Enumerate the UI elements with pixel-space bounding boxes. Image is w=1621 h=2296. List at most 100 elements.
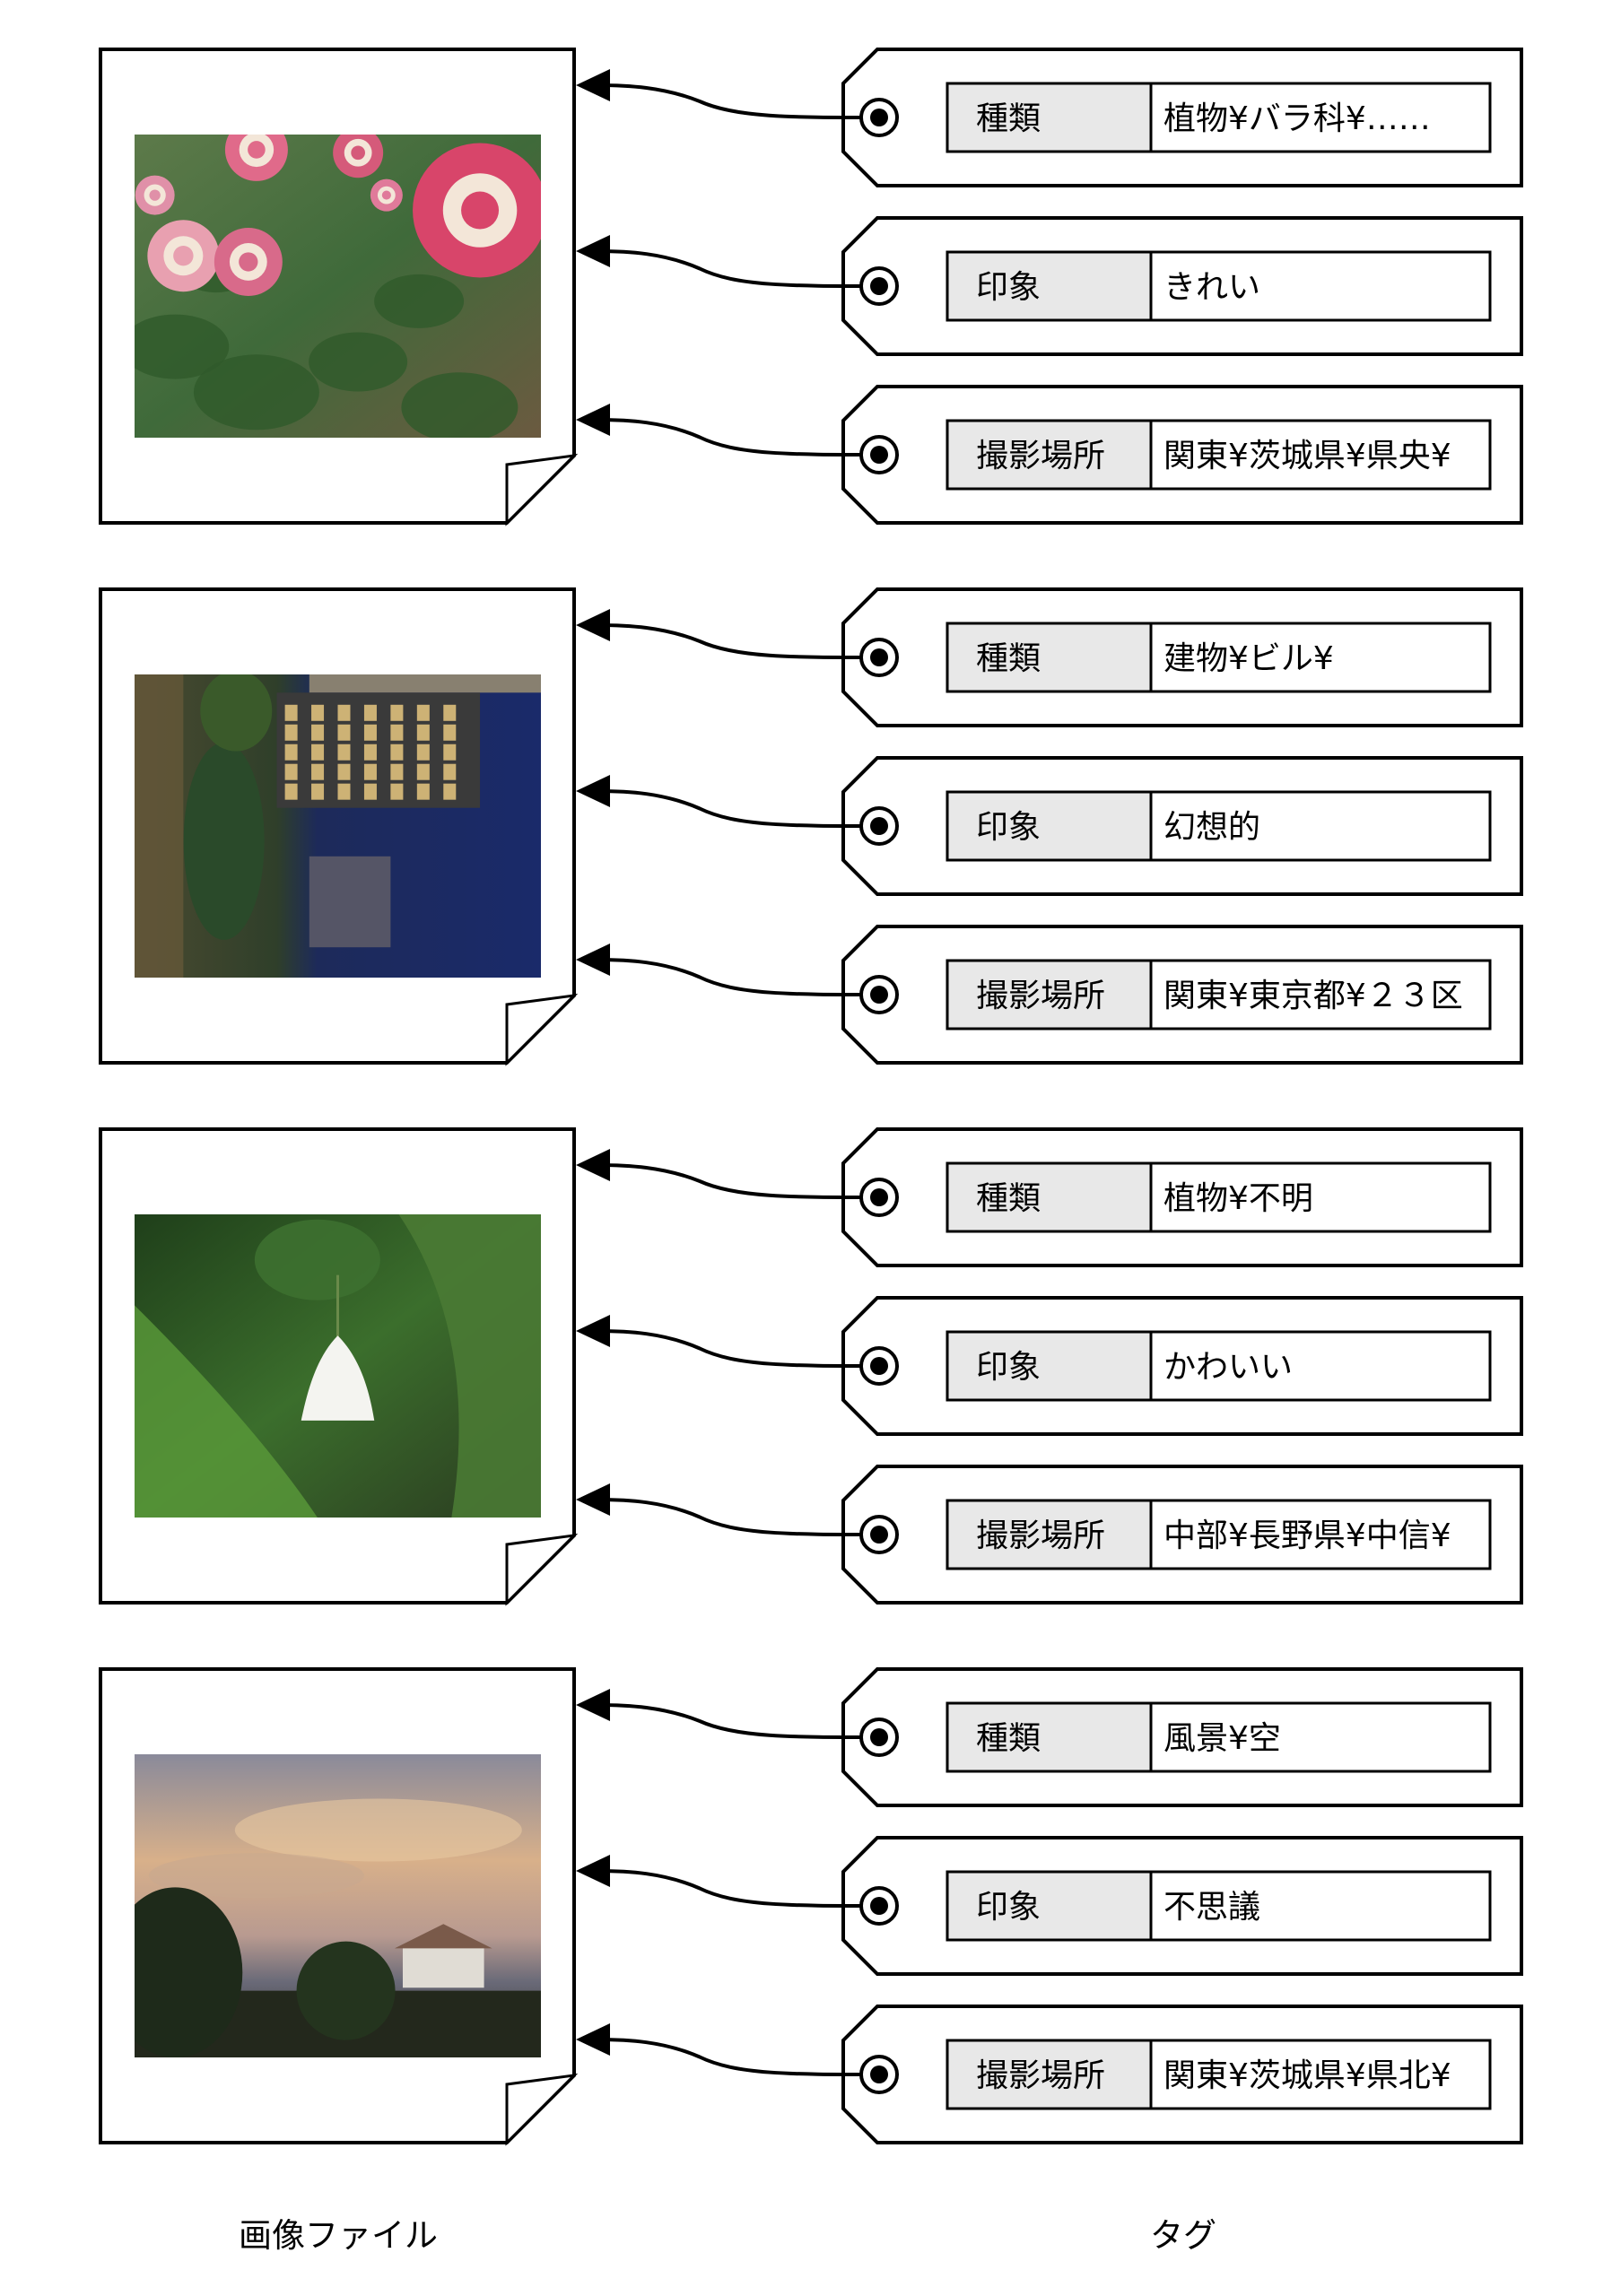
tag-key: 撮影場所 (976, 1518, 1105, 1554)
tag-key-cell (946, 250, 1153, 322)
tag-category: 種類 建物¥ビル¥ (576, 587, 1523, 727)
tag-value-cell (1149, 1701, 1492, 1773)
tag-key-cell (946, 622, 1153, 693)
tag-key-cell (946, 1499, 1153, 1570)
tag-value-cell (1149, 1870, 1492, 1942)
tag-string (596, 958, 880, 996)
arrow-head (576, 69, 610, 101)
photo-sunset-sky-house (135, 1754, 541, 2057)
tag-key: 種類 (976, 1180, 1041, 1217)
tag-value-cell (1149, 959, 1492, 1031)
tag-hole-center (870, 1188, 888, 1206)
tag-hole-center (870, 1357, 888, 1375)
tag-key-cell (946, 959, 1153, 1031)
tag-value-cell (1149, 1499, 1492, 1570)
tag-string (596, 1329, 880, 1368)
tag-string (596, 1163, 880, 1199)
tag-hole-center (870, 1728, 888, 1746)
tag-string (596, 789, 880, 828)
tag-hole-center (870, 986, 888, 1004)
tag-value: 関東¥東京都¥２３区 (1163, 978, 1463, 1014)
tag-value: 関東¥茨城県¥県北¥ (1163, 2057, 1451, 2094)
tag-value-cell (1149, 2039, 1492, 2110)
arrow-head (576, 1689, 610, 1721)
tag-key: 撮影場所 (976, 438, 1105, 474)
folded-corner (505, 2073, 579, 2146)
tag-value: 建物¥ビル¥ (1163, 640, 1334, 677)
tag-value-cell (1149, 82, 1492, 153)
arrow-head (576, 404, 610, 436)
tag-value: 関東¥茨城県¥県央¥ (1163, 438, 1451, 474)
tag-category: 種類 植物¥バラ科¥…… (576, 48, 1523, 187)
tag-string (596, 83, 880, 119)
tag-key: 種類 (976, 100, 1041, 137)
tag-value: 植物¥不明 (1163, 1180, 1313, 1217)
tag-hole-center (870, 1897, 888, 1915)
photo-white-bellflower (135, 1214, 541, 1518)
tag-key-cell (946, 1161, 1153, 1233)
tag-value-cell (1149, 622, 1492, 693)
tag-key: 撮影場所 (976, 2057, 1105, 2094)
tag-location: 撮影場所 関東¥東京都¥２３区 (576, 925, 1523, 1065)
tag-key: 印象 (976, 809, 1041, 846)
tag-string (596, 249, 880, 288)
tag-value: 中部¥長野県¥中信¥ (1163, 1518, 1451, 1554)
tag-value: きれい (1163, 269, 1260, 306)
folded-corner (505, 993, 579, 1066)
arrow-head (576, 1483, 610, 1516)
tag-hole-center (870, 648, 888, 666)
tag-value-cell (1149, 419, 1492, 491)
image-files-caption: 画像ファイル (239, 2216, 438, 2255)
tag-key-cell (946, 2039, 1153, 2110)
tag-value: 植物¥バラ科¥…… (1163, 100, 1431, 137)
photo-night-buildings-rotated (135, 674, 541, 978)
arrow-head (576, 1149, 610, 1181)
tag-key: 印象 (976, 1349, 1041, 1386)
tag-value: 幻想的 (1163, 809, 1260, 846)
folded-corner (505, 1533, 579, 1606)
tag-value-cell (1149, 790, 1492, 862)
tag-value-cell (1149, 1330, 1492, 1402)
tag-value-cell (1149, 250, 1492, 322)
tag-value: 風景¥空 (1163, 1720, 1281, 1757)
tag-key: 撮影場所 (976, 978, 1105, 1014)
tag-impression: 印象 きれい (576, 216, 1523, 356)
tag-value: かわいい (1163, 1349, 1293, 1386)
tag-value: 不思議 (1163, 1889, 1260, 1926)
tag-hole-center (870, 2066, 888, 2083)
arrow-head (576, 1855, 610, 1887)
arrow-head (576, 609, 610, 641)
tag-hole-center (870, 109, 888, 126)
tag-key-cell (946, 1701, 1153, 1773)
tag-key: 印象 (976, 1889, 1041, 1926)
tag-key: 種類 (976, 640, 1041, 677)
tag-key: 種類 (976, 1720, 1041, 1757)
tag-string (596, 418, 880, 457)
arrow-head (576, 1315, 610, 1347)
arrow-head (576, 775, 610, 807)
tag-hole-center (870, 1526, 888, 1544)
tag-location: 撮影場所 関東¥茨城県¥県央¥ (576, 385, 1523, 525)
tag-hole-center (870, 446, 888, 464)
folded-corner (505, 453, 579, 526)
tag-string (596, 1869, 880, 1908)
tag-hole-center (870, 277, 888, 295)
tag-key-cell (946, 1330, 1153, 1402)
photo-pink-white-roses (135, 135, 541, 438)
arrow-head (576, 235, 610, 267)
tag-value-cell (1149, 1161, 1492, 1233)
tags-caption: タグ (1150, 2216, 1216, 2255)
tag-string (596, 1498, 880, 1536)
tag-impression: 印象 幻想的 (576, 756, 1523, 896)
tag-impression: 印象 不思議 (576, 1836, 1523, 1976)
tag-impression: 印象 かわいい (576, 1296, 1523, 1436)
tag-category: 種類 風景¥空 (576, 1667, 1523, 1807)
tag-key: 印象 (976, 269, 1041, 306)
tag-key-cell (946, 82, 1153, 153)
arrow-head (576, 944, 610, 976)
